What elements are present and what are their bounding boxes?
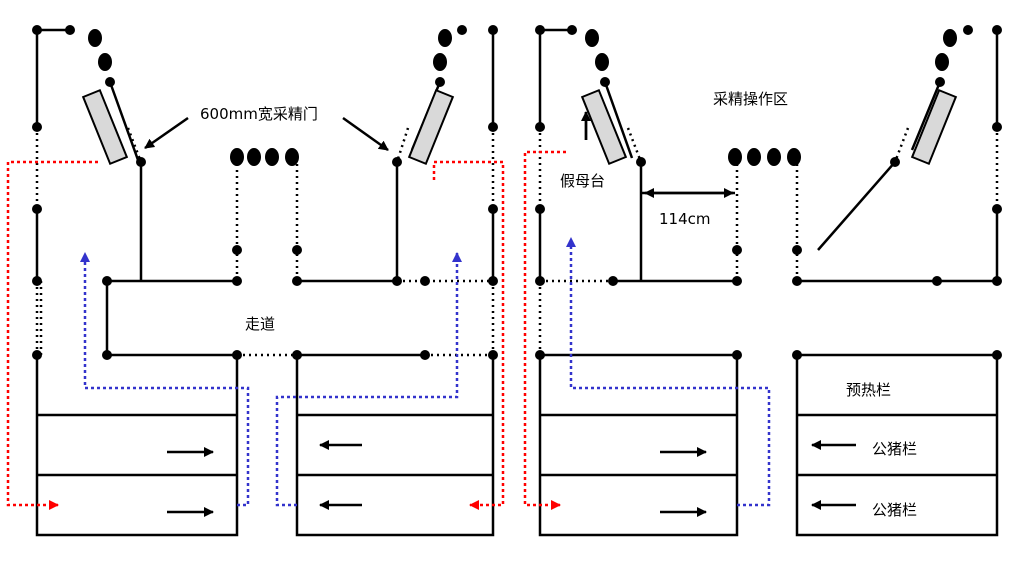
boar-pen-label-2: 公猪栏 [872,501,917,519]
left-dotted-walls [35,127,495,357]
gate-width-label: 600mm宽采精门 [200,105,318,123]
right-gate-b [910,88,958,166]
right-nodes [535,25,1002,360]
preheat-pen-label: 预热栏 [846,381,891,399]
left-nodes [32,25,498,360]
aisle-label: 走道 [245,315,275,333]
red-route-left [6,160,98,510]
dummy-sow-label: 假母台 [560,172,605,190]
gate-pointer-arrow-right [342,116,389,152]
left-gate-b [407,88,455,166]
collection-area-label: 采精操作区 [713,90,788,108]
right-building: 采精操作区 假母台 114cm 预热栏 公猪栏 公猪栏 [523,25,1002,537]
red-route-right [432,160,505,510]
gate-pointer-arrow-left [144,116,189,150]
right-gate-a [580,88,628,166]
right-dotted-walls [538,127,999,355]
blue-route-right [275,252,462,507]
blue-route-left [80,252,250,507]
left-gate-a [81,88,129,166]
width-measure-label: 114cm [659,210,711,228]
red-route [523,150,566,510]
blue-route [566,237,771,507]
left-building: 600mm宽采精门 走道 [6,25,505,537]
boar-pen-label-1: 公猪栏 [872,440,917,458]
